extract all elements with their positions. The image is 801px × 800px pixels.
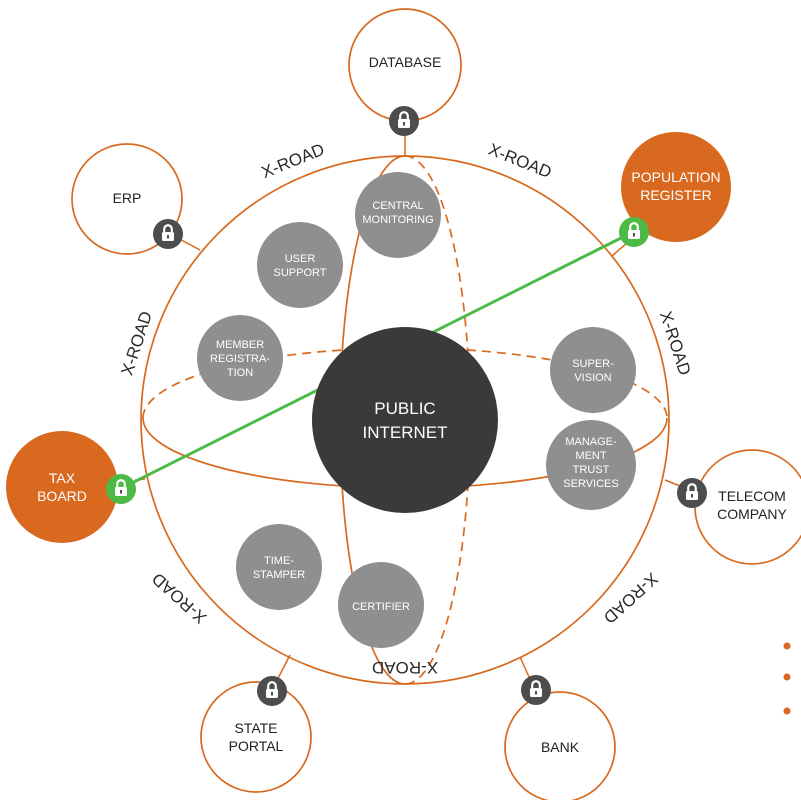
service-central-monitoring: CENTRAL MONITORING [355,172,441,258]
service-label: MANAGE- [565,436,617,448]
service-label: SUPPORT [274,267,327,279]
node-label: POPULATION [631,169,720,185]
node-label: TELECOM [718,488,786,504]
lock-icon-secure [106,474,136,504]
node-bank: BANK [504,691,616,800]
lock-icon [389,106,419,136]
meridian-back [404,155,471,685]
service-member-registration: MEMBER REGISTRA- TION [197,315,283,401]
x-road-label: X-ROAD [372,658,438,677]
x-road-label: X-ROAD [118,309,157,378]
node-label: ERP [113,190,142,206]
node-telecom-company: TELECOM COMPANY [694,449,801,565]
node-erp: ERP [71,143,183,255]
node-label: STATE [234,720,277,736]
x-road-label: X-ROAD [486,140,554,182]
x-road-label: X-ROAD [259,140,327,182]
node-tax-board: TAX BOARD [6,431,118,543]
core-label-line2: INTERNET [363,423,448,442]
service-label: MONITORING [362,214,433,226]
service-label: REGISTRA- [210,353,270,365]
service-label: CERTIFIER [352,601,410,613]
equator-back [142,347,668,419]
lock-icon [677,478,707,508]
service-label: CENTRAL [372,200,423,212]
lock-icon [153,219,183,249]
service-certifier: CERTIFIER [338,562,424,648]
lock-icon [257,676,287,706]
node-label: TAX [49,470,76,486]
node-label: REGISTER [640,187,712,203]
public-internet-core: PUBLIC INTERNET [312,327,498,513]
node-state-portal: STATE PORTAL [200,681,312,793]
service-label: VISION [574,372,611,384]
lock-icon [521,675,551,705]
service-label: TIME- [264,555,294,567]
service-time-stamper: TIME- STAMPER [236,524,322,610]
node-population-register: POPULATION REGISTER [621,132,731,242]
node-label: DATABASE [369,54,442,70]
lock-icon-secure [619,217,649,247]
service-label: MEMBER [216,339,264,351]
service-supervision: SUPER- VISION [550,327,636,413]
x-road-label: X-ROAD [148,569,210,627]
node-database: DATABASE [348,8,462,122]
node-label: PORTAL [229,738,284,754]
service-label: MENT [575,450,606,462]
node-label: BOARD [37,488,87,504]
core-label-line1: PUBLIC [374,399,435,418]
service-label: SERVICES [563,478,618,490]
service-label: USER [285,253,316,265]
service-label: SUPER- [572,358,614,370]
bullet-dots [783,642,791,715]
service-user-support: USER SUPPORT [257,222,343,308]
x-road-label: X-ROAD [656,309,695,378]
service-label: TRUST [573,464,610,476]
node-label: COMPANY [717,506,787,522]
service-label: STAMPER [253,569,305,581]
service-management-trust-services: MANAGE- MENT TRUST SERVICES [546,420,636,510]
x-road-label: X-ROAD [600,569,662,627]
node-label: BANK [541,739,580,755]
service-label: TION [227,367,253,379]
